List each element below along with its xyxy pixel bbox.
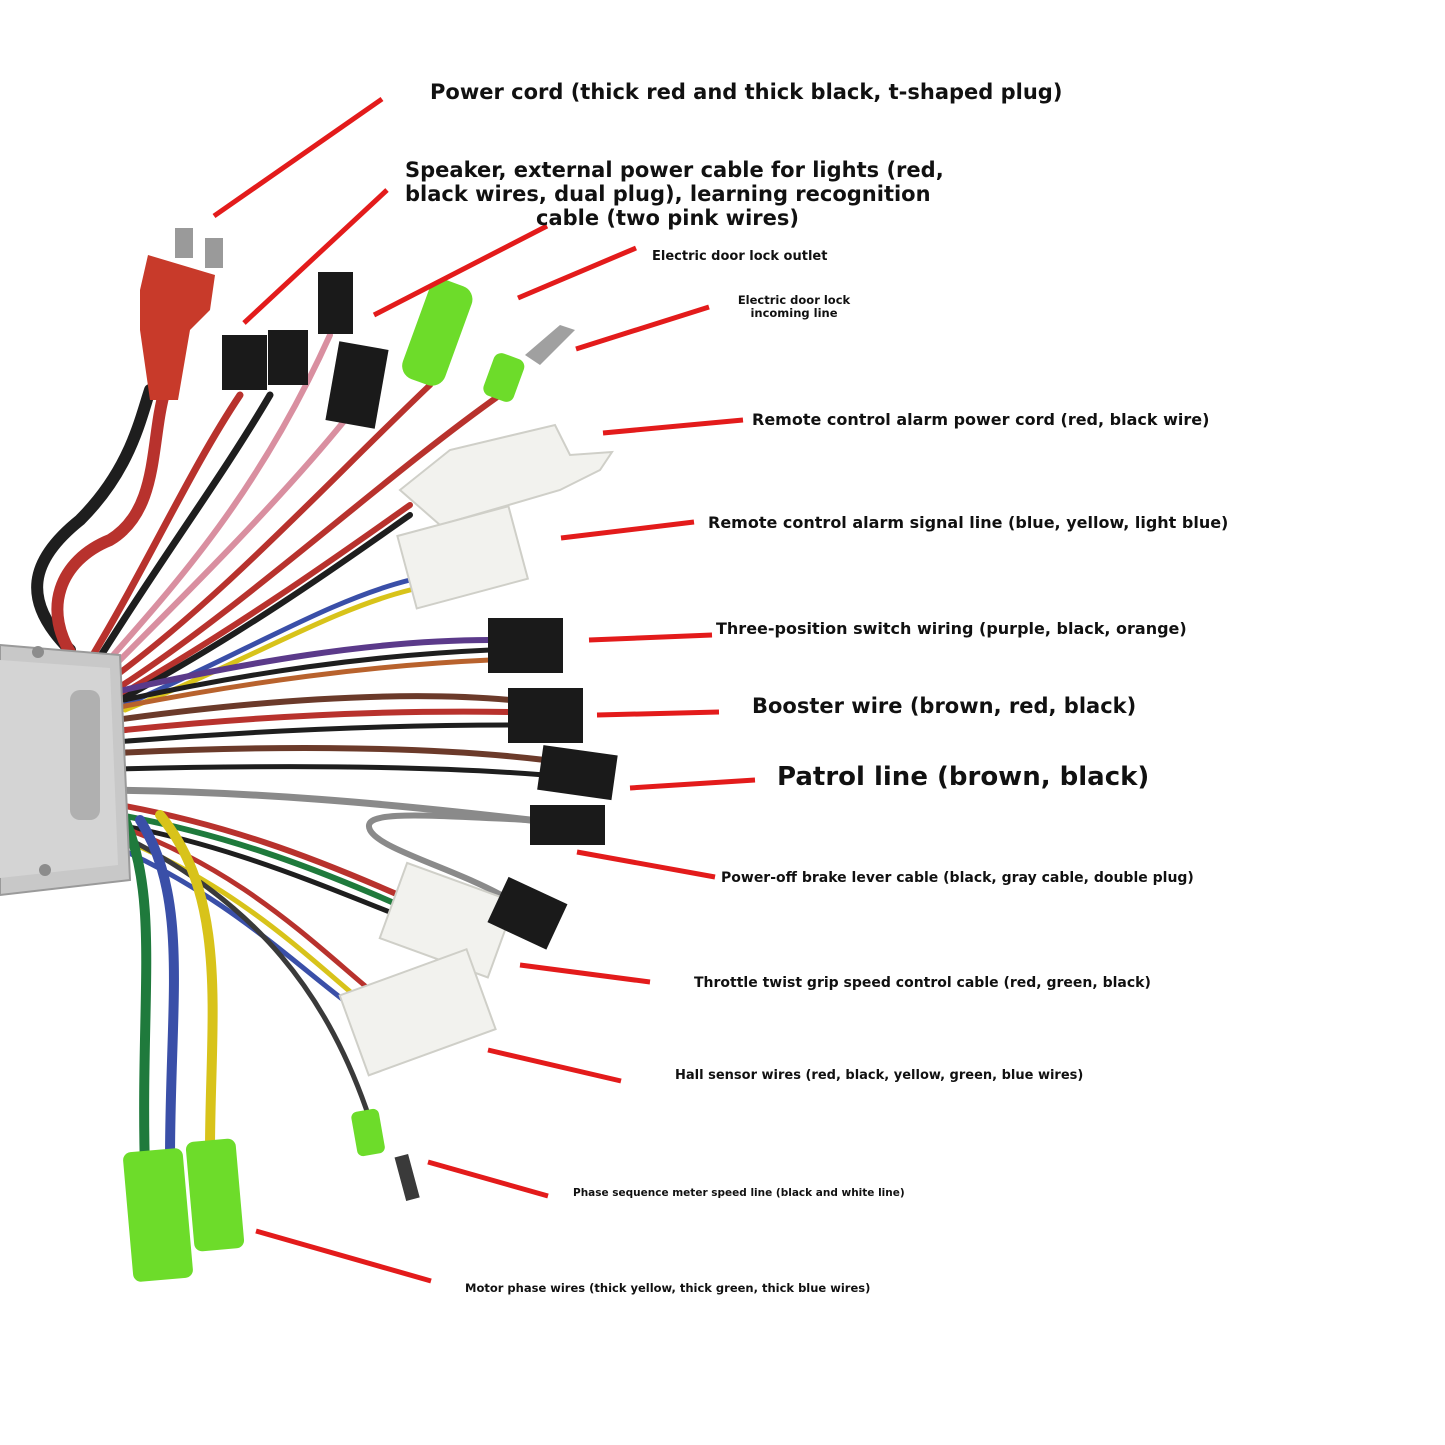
label-three-position: Three-position switch wiring (purple, bl… <box>716 619 1187 638</box>
learning-plug <box>318 272 353 334</box>
wire-door-outlet <box>107 382 433 683</box>
meter-connector <box>351 1108 385 1157</box>
wire-power-red <box>51 384 171 666</box>
wire-door-incoming <box>112 392 503 693</box>
wire-throttle-red <box>87 797 413 903</box>
throttle-connector-white <box>378 861 517 979</box>
wire-brake-loop <box>366 812 533 903</box>
hall-connector <box>338 947 497 1077</box>
wire-phase-blue <box>135 815 179 1165</box>
booster-connector <box>508 688 583 743</box>
patrol-connector <box>537 745 618 801</box>
wire-speaker-red <box>86 391 244 664</box>
pointer-learning <box>372 223 549 318</box>
pointer-three-position <box>588 632 713 643</box>
wire-pink-2 <box>102 417 348 678</box>
t-plug-connector <box>140 228 223 400</box>
wire-bundle <box>31 332 548 1175</box>
wire-power-black <box>31 384 156 656</box>
wire-booster-black <box>77 722 513 748</box>
wire-booster-brown <box>77 693 513 728</box>
label-patrol: Patrol line (brown, black) <box>777 762 1150 792</box>
label-phase-meter: Phase sequence meter speed line (black a… <box>573 1187 905 1199</box>
wire-patrol-brown <box>77 745 548 763</box>
label-door-lock-incoming: Electric door lock incoming line <box>730 293 858 321</box>
door-incoming-connector <box>483 353 525 402</box>
label-door-lock-outlet: Electric door lock outlet <box>652 249 828 264</box>
door-incoming-pin <box>525 325 575 365</box>
wire-speaker-black <box>91 391 274 669</box>
pointer-throttle <box>519 962 651 985</box>
label-speaker-line3: cable (two pink wires) <box>536 206 799 231</box>
label-hall: Hall sensor wires (red, black, yellow, g… <box>675 1068 1084 1083</box>
phase-connector-1 <box>123 1148 193 1282</box>
pointer-lines <box>212 96 756 1284</box>
door-outlet-connector <box>402 279 473 386</box>
pointer-hall <box>487 1047 622 1084</box>
label-brake: Power-off brake lever cable (black, gray… <box>721 870 1194 886</box>
label-alarm-signal: Remote control alarm signal line (blue, … <box>708 513 1229 532</box>
wire-booster-red <box>77 708 513 738</box>
brake-connector <box>530 805 605 845</box>
pointer-alarm-power <box>602 417 744 436</box>
label-power-cord: Power cord (thick red and thick black, t… <box>430 80 1063 104</box>
controller-housing <box>0 643 132 897</box>
alarm-signal-connector <box>396 505 530 610</box>
wire-hall-blue <box>97 837 353 1008</box>
wire-signal-blue <box>122 577 413 708</box>
wire-three-orange <box>77 657 493 718</box>
wire-phase-green <box>120 815 152 1175</box>
wire-pink-1 <box>97 332 333 673</box>
wire-patrol-black <box>77 764 548 778</box>
screw-icon <box>32 646 44 658</box>
screw-icon <box>39 864 51 876</box>
pointer-alarm-signal <box>560 519 695 541</box>
wire-alarm-black <box>117 512 413 703</box>
meter-pin <box>394 1153 420 1202</box>
pointer-patrol <box>629 777 756 791</box>
throttle-connector-black <box>487 876 568 950</box>
connectors <box>123 228 618 1282</box>
label-door-lock-incoming-line1: Electric door lock <box>737 293 851 307</box>
wire-phase-yellow <box>155 810 218 1155</box>
pointer-phase-meter <box>427 1159 549 1199</box>
label-booster: Booster wire (brown, red, black) <box>752 694 1137 718</box>
pointer-speaker <box>242 188 389 325</box>
label-speaker-line1: Speaker, external power cable for lights… <box>405 158 944 182</box>
pointer-booster <box>596 709 720 718</box>
learning-plug-2 <box>325 341 389 429</box>
three-position-connector <box>488 618 563 673</box>
speaker-plug-2 <box>268 330 308 385</box>
wire-three-purple <box>77 637 493 703</box>
pointer-door-outlet <box>517 245 637 301</box>
pointer-brake <box>576 849 716 880</box>
pointer-motor-phase <box>255 1228 432 1284</box>
speaker-plug-1 <box>222 335 267 390</box>
pointer-power-cord <box>212 96 384 219</box>
wire-three-black <box>77 647 493 713</box>
phase-connector-2 <box>185 1138 245 1252</box>
label-speaker-line2: black wires, dual plug), learning recogn… <box>405 182 931 207</box>
label-door-lock-incoming-line2: incoming line <box>750 306 838 321</box>
label-speaker: Speaker, external power cable for lights… <box>405 158 944 231</box>
wire-alarm-red <box>117 502 413 698</box>
label-motor-phase: Motor phase wires (thick yellow, thick g… <box>465 1281 871 1295</box>
label-throttle: Throttle twist grip speed control cable … <box>694 975 1151 991</box>
wire-brake-gray <box>76 786 534 824</box>
label-alarm-power: Remote control alarm power cord (red, bl… <box>752 410 1210 429</box>
pointer-door-incoming <box>575 304 710 352</box>
wire-meter-black <box>107 827 373 1123</box>
